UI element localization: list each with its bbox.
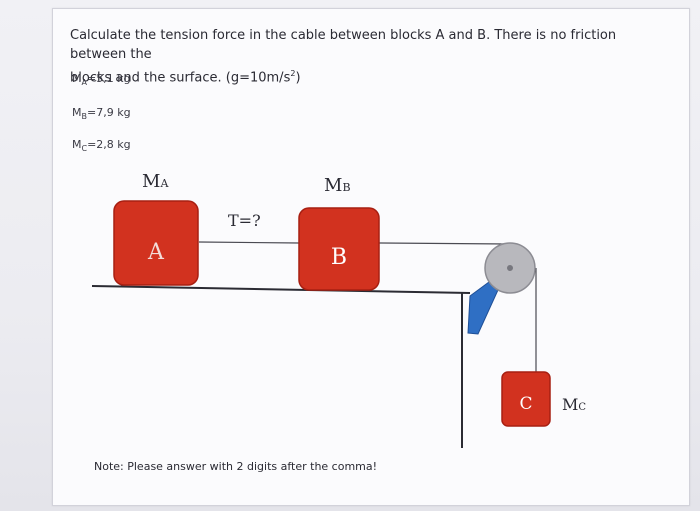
given-mass-c-sub: C <box>81 144 88 154</box>
block-b-label: B <box>331 245 347 270</box>
given-mass-b-symbol: M <box>72 106 82 119</box>
question-line-2-prefix: blocks and the surface. (g=10m/s <box>70 70 291 86</box>
block-a-label: A <box>147 240 165 265</box>
label-ma: MA <box>142 171 169 192</box>
given-mass-c-value: =2,8 kg <box>87 138 131 151</box>
given-mass-b-sub: B <box>81 112 88 122</box>
block-c-label: C <box>519 394 532 414</box>
block-a <box>113 200 199 286</box>
cable-a-b <box>198 241 300 244</box>
question-line-1: Calculate the tension force in the cable… <box>70 28 617 62</box>
cable-b-pulley <box>378 242 511 245</box>
label-ma-sub: A <box>159 177 169 190</box>
given-mass-b: MB=7,9 kg <box>72 106 131 121</box>
given-mass-a-value: =5,1 kg <box>86 72 131 85</box>
note-text: Note: Please answer with 2 digits after … <box>94 460 378 473</box>
block-c <box>501 371 551 427</box>
label-mb-sub: B <box>342 181 350 194</box>
given-mass-c-symbol: M <box>72 138 82 151</box>
surface-line <box>91 285 471 294</box>
given-mass-b-value: =7,9 kg <box>87 106 131 119</box>
question-line-2-suffix: ) <box>295 70 301 86</box>
label-mc: MC <box>562 395 586 414</box>
given-mass-a: MA=5,1 kg <box>72 72 131 87</box>
question-text: Calculate the tension force in the cable… <box>70 26 660 87</box>
given-mass-a-sub: A <box>81 78 87 88</box>
pulley-axle <box>507 265 513 271</box>
label-ma-symbol: M <box>142 171 160 192</box>
question-line-2: blocks and the surface. (g=10m/s2) <box>70 64 660 87</box>
label-mc-sub: C <box>578 402 586 413</box>
given-mass-a-symbol: M <box>72 72 82 85</box>
block-b <box>298 207 380 291</box>
label-mc-symbol: M <box>562 395 578 414</box>
label-mb-symbol: M <box>324 175 342 196</box>
label-mb: MB <box>324 175 351 196</box>
given-mass-c: MC=2,8 kg <box>72 138 131 153</box>
question-line-2-sup: 2 <box>290 69 296 78</box>
tension-label: T=? <box>228 211 261 230</box>
